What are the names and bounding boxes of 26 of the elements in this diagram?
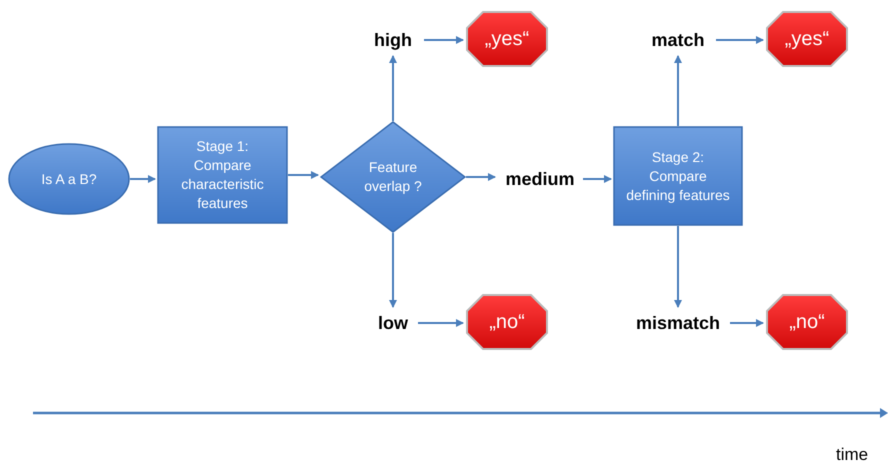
process-box: Stage 2: Compare defining features (613, 126, 743, 226)
arrow (583, 175, 612, 183)
result-octagon: „no“ (765, 293, 849, 351)
outcome-label: match (640, 26, 716, 54)
outcome-label: medium (497, 165, 583, 193)
arrow (389, 233, 397, 308)
result-octagon: „yes“ (465, 10, 549, 68)
arrow (418, 319, 464, 327)
arrow (730, 319, 764, 327)
outcome-label: low (368, 309, 418, 337)
axis-label: time (836, 444, 868, 466)
arrow (424, 36, 464, 44)
arrow (389, 55, 397, 121)
decision-diamond: Feature overlap ? (320, 121, 466, 233)
result-octagon: „no“ (465, 293, 549, 351)
arrow (674, 55, 682, 126)
result-octagon: „yes“ (765, 10, 849, 68)
arrow (674, 226, 682, 308)
process-box: Stage 1: Compare characteristic features (157, 126, 288, 224)
arrow (716, 36, 764, 44)
outcome-label: high (362, 26, 424, 54)
start-ellipse: Is A a B? (8, 143, 130, 215)
arrow (288, 171, 319, 179)
arrow (130, 175, 156, 183)
outcome-label: mismatch (626, 309, 730, 337)
arrow (466, 173, 496, 181)
